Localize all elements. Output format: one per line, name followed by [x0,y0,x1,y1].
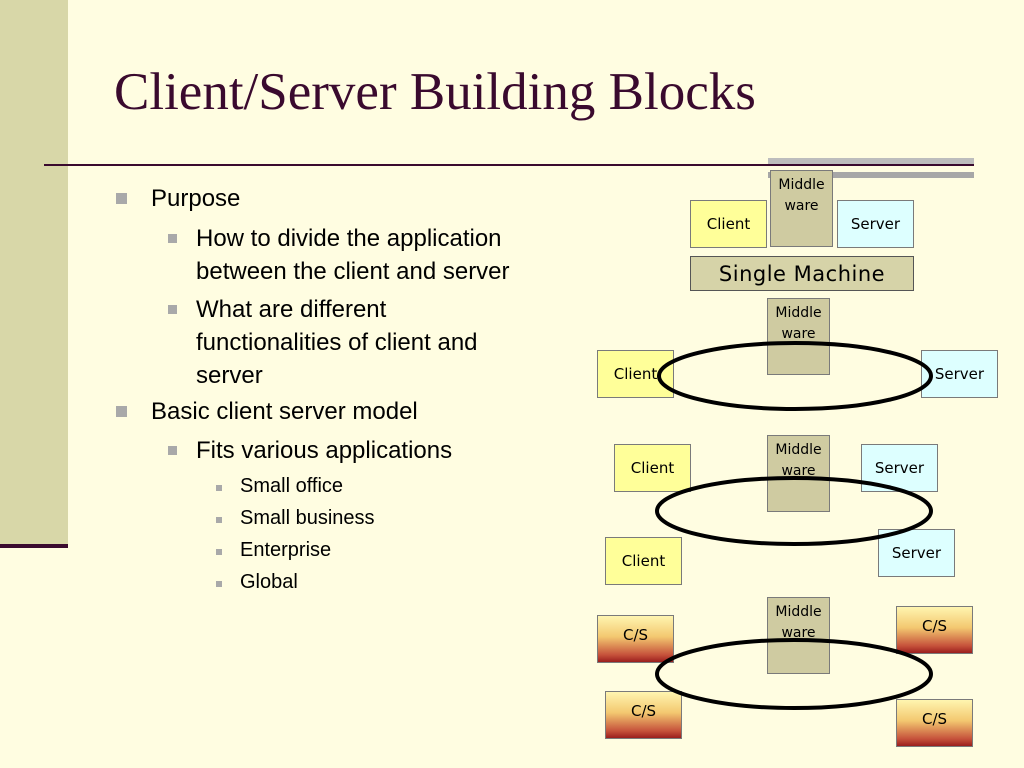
bullet-square-icon [116,406,127,417]
network-ring [655,638,933,710]
bullet-basic-model: Basic client server model [151,398,418,425]
client-server-box: C/S [605,691,682,739]
divider-accent-top [768,158,974,164]
middleware-box: Middle ware [770,170,833,247]
middleware-box: Middle ware [767,597,830,674]
left-bar-underline [0,544,68,548]
network-ring [657,341,933,411]
middleware-box: Middle ware [767,435,830,512]
bullet-square-icon [168,446,177,455]
client-server-box: C/S [896,699,973,747]
bullet-square-icon [216,581,222,587]
bullet-square-icon [168,234,177,243]
left-decorative-bar [0,0,68,546]
bullet-functions-line3: server [196,362,263,389]
bullet-functions-line2: functionalities of client and [196,329,478,356]
client-box: Client [614,444,691,492]
middleware-box: Middle ware [767,298,830,375]
bullet-app-item: Small office [240,475,344,497]
bullet-square-icon [216,517,222,523]
middleware-label-line2: ware [784,198,819,214]
bullet-app-item: Enterprise [240,539,332,561]
bullet-app-item: Small business [240,507,375,529]
bullet-fits: Fits various applications [196,437,453,464]
bullet-divide-line1: How to divide the application [196,225,502,252]
divider-accent-bottom [768,172,974,178]
client-box: Client [690,200,767,248]
middleware-label-line1: Middle [775,305,822,321]
bullet-purpose: Purpose [151,185,241,212]
middleware-label-line1: Middle [775,604,822,620]
bullet-divide-line2: between the client and server [196,258,510,285]
network-ring [655,476,933,546]
title-divider [44,164,974,166]
single-machine-label: Single Machine [690,256,914,291]
client-server-box: C/S [896,606,973,654]
client-server-box: C/S [597,615,674,663]
server-box: Server [921,350,998,398]
bullet-square-icon [216,485,222,491]
middleware-label-line2: ware [781,326,816,342]
bullet-functions-line1: What are different [196,296,387,323]
middleware-label-line1: Middle [778,177,825,193]
bullet-app-item: Global [240,571,298,593]
bullet-square-icon [116,193,127,204]
middleware-label-line2: ware [781,463,816,479]
middleware-label-line1: Middle [775,442,822,458]
server-box: Server [837,200,914,248]
middleware-label-line2: ware [781,625,816,641]
client-box: Client [605,537,682,585]
bullet-square-icon [168,305,177,314]
server-box: Server [878,529,955,577]
bullet-square-icon [216,549,222,555]
slide-title: Client/Server Building Blocks [114,63,756,121]
